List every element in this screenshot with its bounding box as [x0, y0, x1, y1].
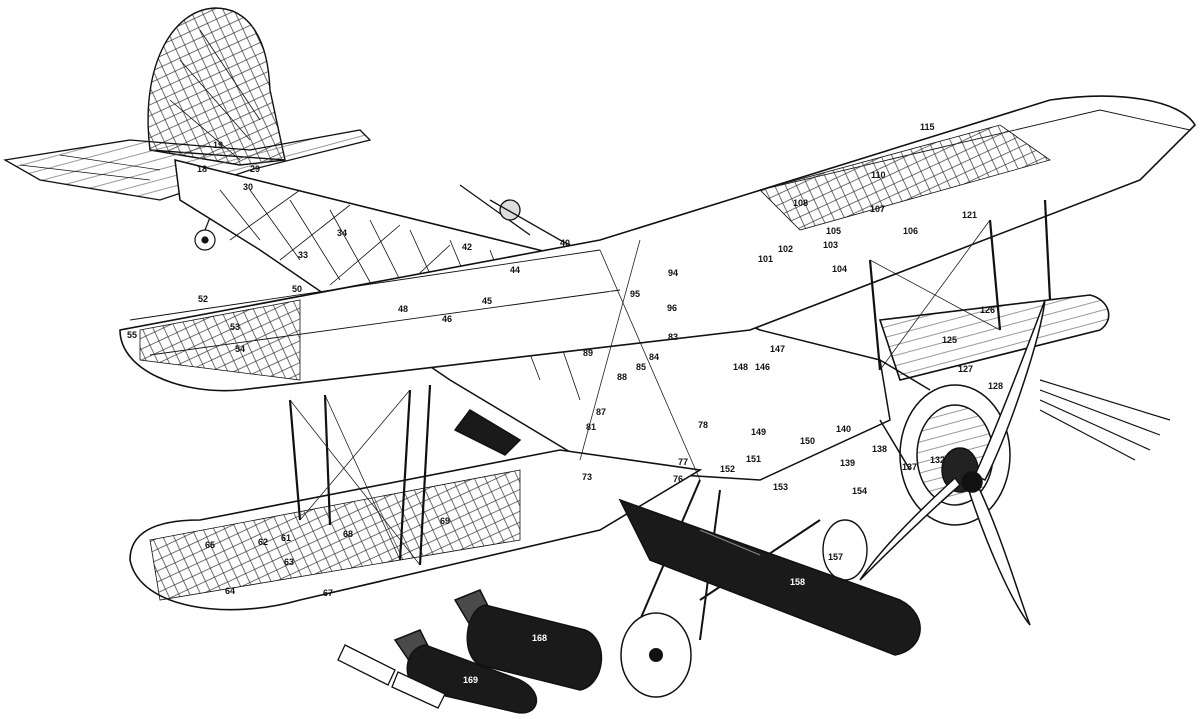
- callout-34: 34: [337, 228, 347, 238]
- callout-69: 69: [440, 516, 450, 526]
- callout-48: 48: [398, 304, 408, 314]
- callout-78: 78: [698, 420, 708, 430]
- callout-90: 90: [608, 290, 618, 300]
- callout-138: 138: [872, 444, 887, 454]
- callout-81: 81: [586, 422, 596, 432]
- callout-101: 101: [758, 254, 773, 264]
- callout-29: 29: [250, 164, 260, 174]
- callout-50: 50: [292, 284, 302, 294]
- callout-121: 121: [962, 210, 977, 220]
- callout-154: 154: [852, 486, 867, 496]
- callout-151: 151: [746, 454, 761, 464]
- callout-149: 149: [751, 427, 766, 437]
- callout-89: 89: [583, 348, 593, 358]
- callout-18: 18: [197, 164, 207, 174]
- callout-30: 30: [243, 182, 253, 192]
- bracing-wires: [289, 219, 1001, 566]
- callout-67: 67: [323, 588, 333, 598]
- callout-63: 63: [284, 557, 294, 567]
- callout-153: 153: [773, 482, 788, 492]
- callout-95: 95: [630, 289, 640, 299]
- callout-137: 137: [902, 462, 917, 472]
- callout-96: 96: [667, 303, 677, 313]
- callout-127: 127: [958, 364, 973, 374]
- callout-40: 40: [560, 238, 570, 248]
- callout-46: 46: [442, 314, 452, 324]
- callout-110: 110: [871, 170, 886, 180]
- callout-128: 128: [988, 381, 1003, 391]
- upper-wing: [119, 95, 1197, 392]
- callout-148: 148: [733, 362, 748, 372]
- torpedo: [453, 409, 921, 656]
- callout-33: 33: [298, 250, 308, 260]
- callout-65: 65: [205, 540, 215, 550]
- callout-105: 105: [826, 226, 841, 236]
- callout-132: 132: [930, 455, 945, 465]
- callout-77: 77: [678, 457, 688, 467]
- callout-43: 43: [553, 270, 563, 280]
- callout-147: 147: [770, 344, 785, 354]
- callout-19: 19: [213, 140, 223, 150]
- callout-107: 107: [870, 204, 885, 214]
- callout-103: 103: [823, 240, 838, 250]
- callout-152: 152: [720, 464, 735, 474]
- callout-102: 102: [778, 244, 793, 254]
- callout-42: 42: [462, 242, 472, 252]
- callout-labels: 19 18 29 30 33 34 40 42 43 44 45 46 48 50 52 53 54 55 61 62…: [127, 122, 1003, 685]
- callout-150: 150: [800, 436, 815, 446]
- lower-wing: [129, 294, 1110, 611]
- callout-126: 126: [980, 305, 995, 315]
- callout-68: 68: [343, 529, 353, 539]
- callout-104: 104: [832, 264, 847, 274]
- callout-73: 73: [582, 472, 592, 482]
- callout-54: 54: [235, 344, 245, 354]
- callout-94: 94: [668, 268, 678, 278]
- callout-84: 84: [649, 352, 659, 362]
- propeller: [859, 299, 1046, 626]
- callout-62: 62: [258, 537, 268, 547]
- bomb-168: [453, 589, 602, 691]
- callout-83: 83: [668, 332, 678, 342]
- callout-85: 85: [636, 362, 646, 372]
- callout-139: 139: [840, 458, 855, 468]
- callout-125: 125: [942, 335, 957, 345]
- interplane-struts: [288, 199, 1052, 566]
- callout-45: 45: [482, 296, 492, 306]
- callout-76: 76: [673, 474, 683, 484]
- callout-157: 157: [828, 552, 843, 562]
- callout-108: 108: [793, 198, 808, 208]
- callout-61: 61: [281, 533, 291, 543]
- callout-158: 158: [790, 577, 805, 587]
- callout-140: 140: [836, 424, 851, 434]
- callout-64: 64: [225, 586, 235, 596]
- callout-53: 53: [230, 322, 240, 332]
- callout-106: 106: [903, 226, 918, 236]
- callout-52: 52: [198, 294, 208, 304]
- callout-55: 55: [127, 330, 137, 340]
- wing-rockets: [1039, 379, 1171, 461]
- callout-115: 115: [920, 122, 935, 132]
- callout-44: 44: [510, 265, 520, 275]
- bomb-169: [393, 629, 538, 714]
- callout-87: 87: [596, 407, 606, 417]
- callout-169: 169: [463, 675, 478, 685]
- callout-168: 168: [532, 633, 547, 643]
- flares: [337, 644, 446, 709]
- callout-146: 146: [755, 362, 770, 372]
- callout-88: 88: [617, 372, 627, 382]
